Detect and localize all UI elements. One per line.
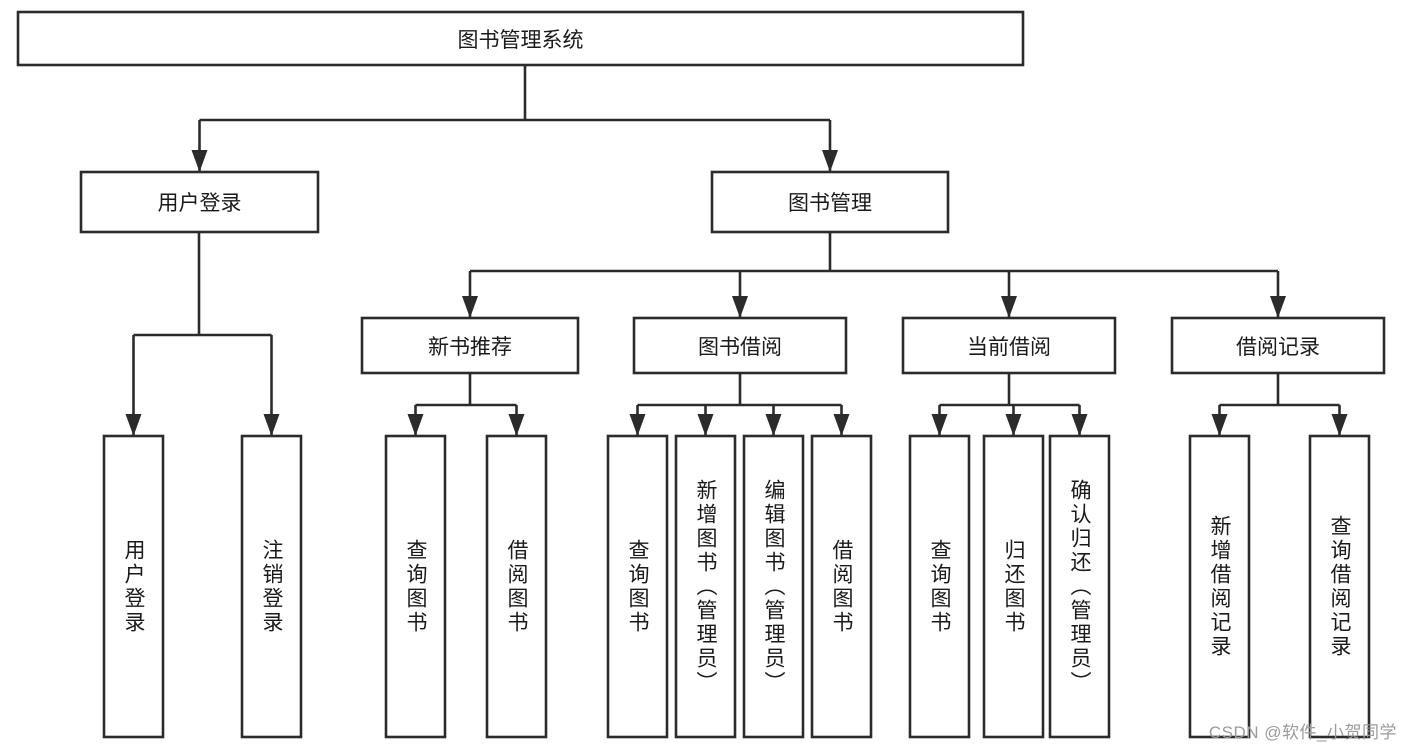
- arrow-head-icon: [508, 414, 525, 436]
- box-layer: [16, 10, 1386, 739]
- node-box-current-borrow[interactable]: [901, 316, 1117, 375]
- node-box-leaf-add-book[interactable]: [674, 434, 737, 739]
- edge-group-book-borrow: [629, 373, 850, 436]
- arrow-head-icon: [1270, 296, 1286, 318]
- arrow-head-icon: [629, 414, 646, 436]
- node-box-user-login[interactable]: [79, 170, 320, 234]
- arrow-head-icon: [822, 150, 838, 172]
- arrow-head-icon: [833, 414, 850, 436]
- arrow-head-icon: [263, 414, 280, 436]
- arrow-head-icon: [1005, 414, 1022, 436]
- node-box-leaf-borrow-book-rec[interactable]: [485, 434, 548, 739]
- node-box-leaf-query-book-rec[interactable]: [384, 434, 447, 739]
- arrow-head-icon: [765, 414, 782, 436]
- edge-group-user-login: [125, 232, 280, 436]
- node-box-leaf-query-book-br[interactable]: [606, 434, 669, 739]
- arrow-head-icon: [462, 296, 478, 318]
- arrow-head-icon: [191, 150, 208, 172]
- edge-group-root: [191, 65, 838, 172]
- node-box-leaf-add-record[interactable]: [1188, 434, 1251, 739]
- edge-group-book-manage: [462, 232, 1286, 318]
- arrow-head-icon: [732, 296, 748, 318]
- node-box-new-book-rec[interactable]: [360, 316, 580, 375]
- arrow-head-icon: [1331, 414, 1348, 436]
- node-box-book-borrow[interactable]: [632, 316, 848, 375]
- arrow-head-icon: [1001, 296, 1017, 318]
- node-box-book-manage[interactable]: [710, 170, 950, 234]
- edge-group-current-borrow: [931, 373, 1088, 436]
- arrow-head-icon: [697, 414, 714, 436]
- node-box-leaf-confirm-return[interactable]: [1048, 434, 1111, 739]
- arrow-head-icon: [1211, 414, 1228, 436]
- node-box-leaf-user-login[interactable]: [102, 434, 165, 739]
- edge-group-borrow-record: [1211, 373, 1348, 436]
- arrow-head-icon: [931, 414, 948, 436]
- node-box-leaf-borrow-book-br[interactable]: [810, 434, 873, 739]
- node-box-borrow-record[interactable]: [1170, 316, 1386, 375]
- connector-layer: [125, 65, 1348, 436]
- edge-group-new-book-rec: [407, 373, 525, 436]
- node-box-leaf-user-logout[interactable]: [240, 434, 303, 739]
- arrow-head-icon: [1071, 414, 1088, 436]
- node-box-leaf-return-book[interactable]: [982, 434, 1045, 739]
- node-box-root[interactable]: [16, 10, 1025, 67]
- arrow-head-icon: [407, 414, 424, 436]
- node-box-leaf-query-book-cb[interactable]: [908, 434, 971, 739]
- watermark-text: CSDN @软件_小贺同学: [1208, 723, 1397, 742]
- node-box-leaf-query-record[interactable]: [1308, 434, 1371, 739]
- arrow-head-icon: [125, 414, 142, 436]
- node-box-leaf-edit-book[interactable]: [742, 434, 805, 739]
